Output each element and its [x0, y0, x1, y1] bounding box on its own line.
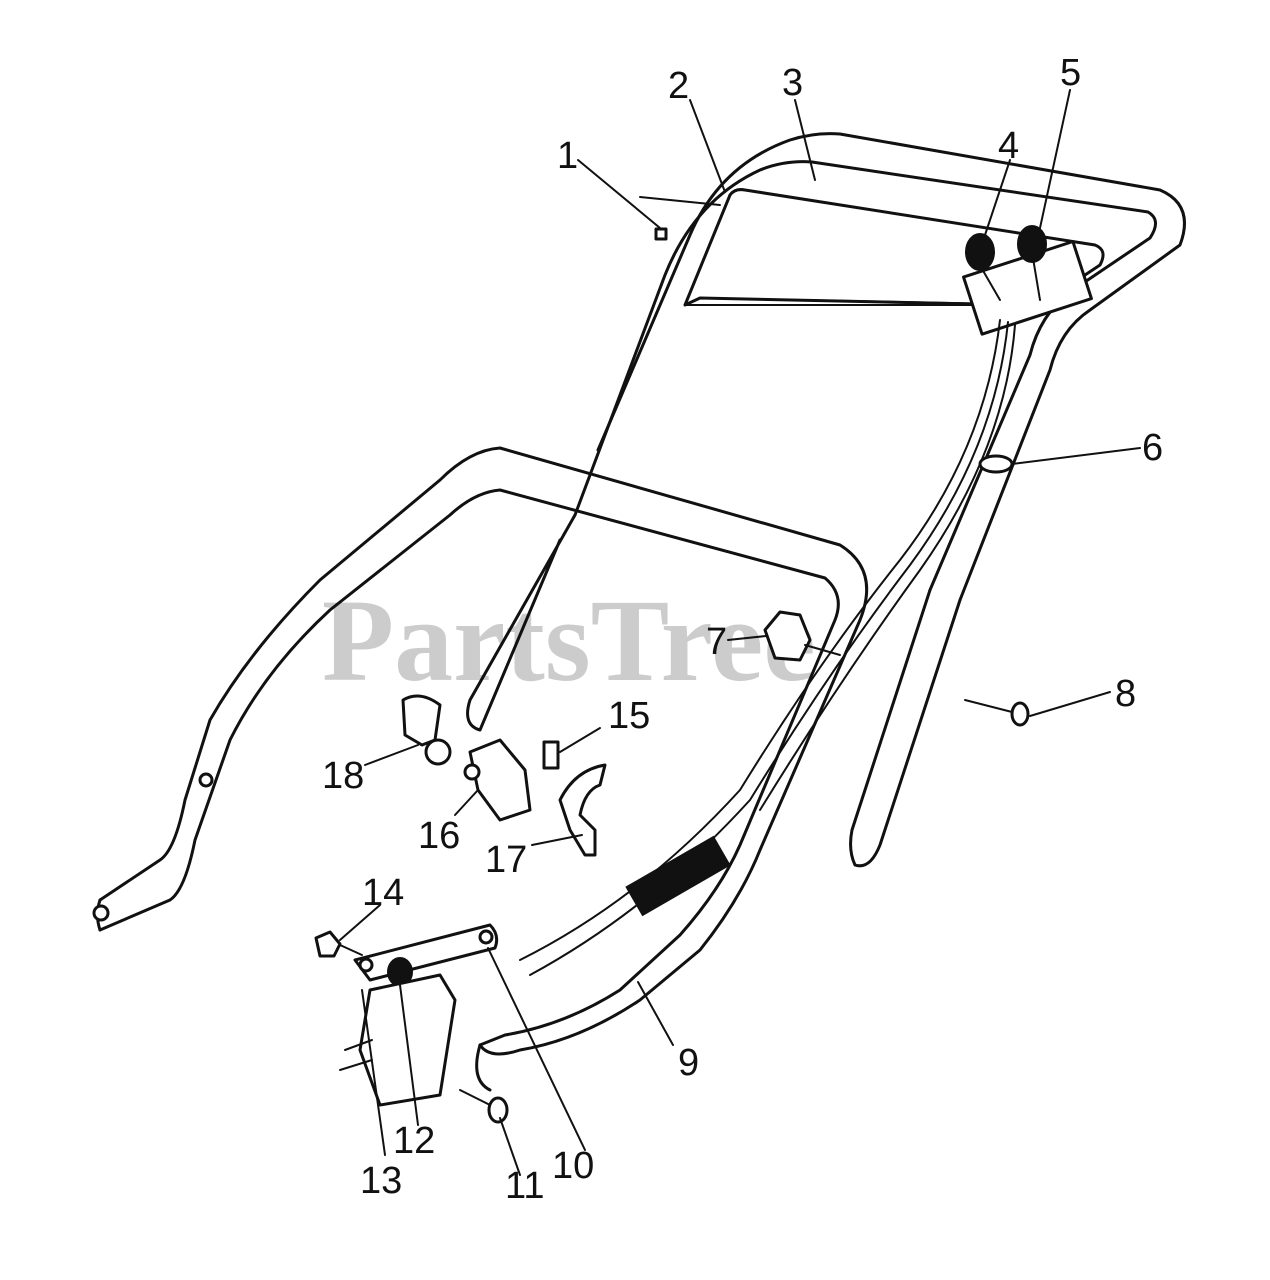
- link-arm: [353, 923, 499, 982]
- control-lever-knob-4: [965, 233, 1001, 301]
- callout-3: 3: [782, 62, 803, 104]
- callout-15: 15: [608, 695, 650, 737]
- bracket-16: [463, 738, 532, 822]
- callout-13: 13: [360, 1160, 402, 1202]
- watermark: PartsTree: [322, 575, 816, 706]
- callout-2: 2: [668, 65, 689, 107]
- nut: [654, 227, 668, 241]
- callout-11: 11: [505, 1165, 544, 1207]
- control-cables: [519, 319, 1016, 976]
- callout-14: 14: [362, 872, 404, 914]
- callout-16: 16: [418, 815, 460, 857]
- hex-bolt: [314, 930, 363, 958]
- callout-8: 8: [1115, 673, 1136, 715]
- lever-plate: [558, 763, 607, 857]
- carriage-bolt: [964, 699, 1030, 727]
- callout-1: 1: [557, 135, 578, 177]
- mount-bracket: [339, 973, 457, 1107]
- callout-6: 6: [1142, 427, 1163, 469]
- shoulder-bolt: [459, 1089, 509, 1124]
- callout-4: 4: [998, 125, 1019, 167]
- leader-lines: [339, 89, 1141, 1176]
- callout-7: 7: [706, 621, 727, 663]
- callout-18: 18: [322, 755, 364, 797]
- handle-knob: [763, 610, 841, 662]
- clip: [542, 740, 560, 770]
- bracket-18: [401, 694, 452, 766]
- cable-tie: [978, 454, 1014, 474]
- control-lever-knob-5: [1017, 225, 1047, 301]
- callout-5: 5: [1060, 52, 1081, 94]
- callout-12: 12: [393, 1120, 435, 1162]
- callout-10: 10: [552, 1145, 594, 1187]
- callout-17: 17: [485, 839, 527, 881]
- control-panel: [683, 188, 1105, 336]
- callout-9: 9: [678, 1042, 699, 1084]
- callout-numbers: 1 2 3 4 5 6 7 8 9 10 11 12 13 14 15 16 1…: [322, 52, 1163, 1207]
- lower-handle: [92, 446, 869, 1092]
